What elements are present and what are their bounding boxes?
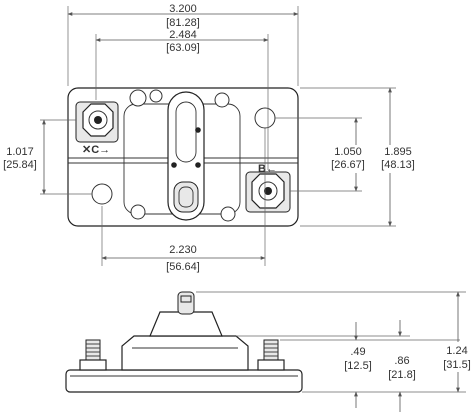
side-dimensions: .49 [12.5] .86 [21.8] 1.24 [31.5] — [196, 291, 473, 412]
dim-overall-width-mm: [81.28] — [166, 17, 200, 29]
terminal-label-left: ✕C→ — [82, 144, 110, 156]
top-view: ✕C→ B← — [67, 87, 299, 227]
dim-side-h1-inch: .49 — [350, 346, 365, 358]
base-plate — [65, 369, 303, 393]
dim-left-height-mm: [25.84] — [3, 159, 37, 171]
terminal-label-right: B← — [258, 163, 277, 175]
dim-mount-spacing-mm: [56.64] — [166, 261, 200, 273]
mount-hole-right — [254, 107, 276, 129]
right-terminal-stud — [245, 171, 291, 213]
side-body — [121, 335, 249, 371]
dim-right-height-inch: 1.050 — [334, 146, 362, 158]
dim-stud-spacing-mm: [63.09] — [166, 42, 200, 54]
dim-side-h3-mm: [31.5] — [443, 359, 471, 371]
left-terminal-stud — [75, 101, 119, 143]
dim-mount-spacing-inch: 2.230 — [169, 244, 197, 256]
dim-side-h2-inch: .86 — [394, 355, 409, 367]
side-right-stud — [257, 339, 285, 371]
toggle-lever — [177, 291, 195, 315]
dim-left-height-inch: 1.017 — [6, 146, 34, 158]
screw-icon — [195, 127, 201, 133]
dim-overall-height-inch: 1.895 — [384, 146, 412, 158]
dim-overall-height-mm: [48.13] — [381, 159, 415, 171]
screw-icon — [171, 162, 177, 168]
mount-hole-left — [91, 183, 113, 205]
dim-right-height-mm: [26.67] — [331, 159, 365, 171]
side-left-stud — [79, 339, 107, 371]
dim-stud-spacing-inch: 2.484 — [169, 29, 197, 41]
dim-overall-width-inch: 3.200 — [169, 3, 197, 15]
actuator-block — [149, 311, 223, 337]
screw-icon — [195, 162, 201, 168]
dim-side-h3-inch: 1.24 — [446, 345, 467, 357]
dim-side-h1-mm: [12.5] — [344, 360, 372, 372]
top-dimensions: 3.200 [81.28] 2.484 [63.09] 1.017 [25.84… — [2, 3, 426, 273]
side-view — [65, 291, 303, 393]
dim-side-h2-mm: [21.8] — [388, 369, 416, 381]
lever-button — [173, 181, 199, 213]
